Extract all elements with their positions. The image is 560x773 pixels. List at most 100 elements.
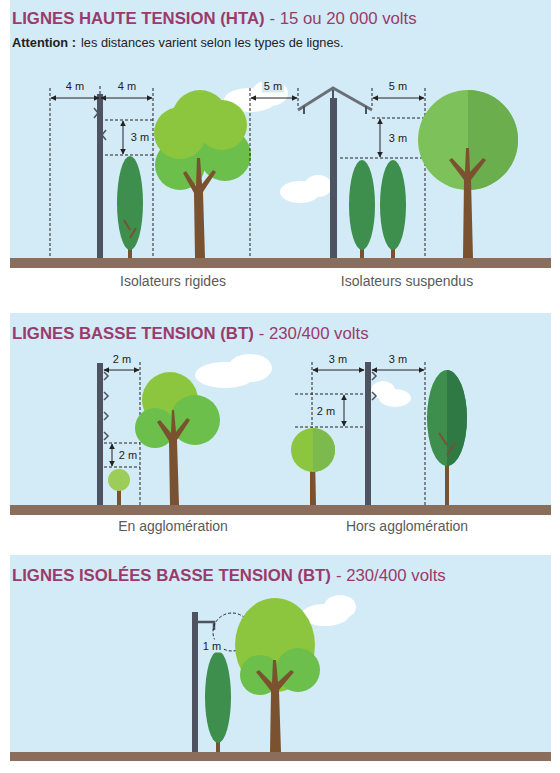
dimension-label: 3 m bbox=[387, 353, 409, 366]
note-text: Attention : bbox=[12, 35, 76, 50]
dimension-arrow bbox=[51, 98, 152, 154]
ground-strip bbox=[10, 752, 551, 761]
tree-crown bbox=[427, 370, 467, 466]
cloud bbox=[195, 354, 411, 407]
section-heading: - 15 ou 20 000 volts bbox=[270, 9, 417, 28]
pole bbox=[97, 94, 103, 258]
dimension-label: 2 m bbox=[111, 353, 133, 366]
dimension-label: 4 m bbox=[116, 80, 138, 93]
dimension-label: 1 m bbox=[201, 640, 223, 653]
dimension-arrow bbox=[101, 98, 152, 99]
insulator bbox=[372, 372, 376, 400]
heading-band: LIGNES ISOLÉES BASSE TENSION (BT)- 230/4… bbox=[12, 566, 549, 592]
caption: Isolateurs rigides bbox=[120, 273, 226, 289]
dimension-line bbox=[295, 427, 364, 428]
cloud bbox=[371, 381, 395, 399]
tree-crown bbox=[154, 90, 251, 190]
cloud bbox=[304, 175, 332, 197]
dimension-line bbox=[372, 88, 373, 106]
dimension-line bbox=[100, 86, 101, 94]
dimension-arrow bbox=[344, 395, 345, 426]
tree-crown bbox=[349, 160, 375, 250]
tree-crown bbox=[380, 160, 406, 250]
tree-crown bbox=[135, 408, 175, 448]
pole bbox=[192, 612, 198, 752]
tree-trunk bbox=[183, 158, 216, 258]
dimension-line bbox=[250, 88, 425, 258]
dimension-arrow bbox=[104, 370, 139, 466]
note-text: les distances varient selon les types de… bbox=[81, 35, 343, 50]
insulator bbox=[104, 372, 108, 440]
dimension-arrow bbox=[251, 98, 297, 99]
heading-line: LIGNES BASSE TENSION (BT) - 230/400 volts bbox=[12, 324, 549, 344]
ground-strip bbox=[10, 505, 551, 515]
tree-crown bbox=[313, 428, 335, 472]
cloud bbox=[252, 80, 288, 106]
cloud bbox=[228, 354, 272, 382]
dimension-label: 4 m bbox=[64, 80, 86, 93]
dimension-arrow bbox=[51, 98, 99, 99]
dimension-line bbox=[104, 443, 140, 444]
heading-line: LIGNES ISOLÉES BASSE TENSION (BT)- 230/4… bbox=[12, 566, 549, 586]
ground-strip bbox=[10, 258, 551, 268]
tree-crown bbox=[117, 156, 143, 250]
section-heading: LIGNES ISOLÉES BASSE TENSION (BT) bbox=[12, 566, 331, 585]
heading-band: LIGNES HAUTE TENSION (HTA) - 15 ou 20 000… bbox=[12, 9, 549, 50]
insulator bbox=[304, 90, 366, 114]
tree-crown bbox=[197, 100, 247, 150]
section-heading: LIGNES HAUTE TENSION (HTA) bbox=[12, 9, 265, 28]
dimension-line bbox=[295, 394, 364, 395]
tree-trunk bbox=[449, 148, 486, 258]
dimension-label: 2 m bbox=[315, 405, 337, 418]
dimension-arrow bbox=[104, 370, 139, 371]
dimension-arrow bbox=[372, 370, 424, 371]
tree-branch bbox=[124, 220, 136, 238]
dimension-label: 5 m bbox=[387, 80, 409, 93]
dimension-line bbox=[295, 362, 425, 505]
cloud bbox=[324, 595, 356, 619]
tree-crown bbox=[291, 428, 335, 472]
dimension-line bbox=[372, 118, 425, 119]
dimension-label: 3 m bbox=[387, 132, 409, 145]
sky-band bbox=[10, 0, 551, 260]
sky-band bbox=[10, 555, 551, 754]
dimension-line bbox=[425, 88, 426, 258]
section-heading: - 230/400 volts bbox=[259, 324, 369, 343]
tree-trunk bbox=[157, 410, 190, 505]
dimension-line bbox=[50, 88, 51, 258]
dimension-line bbox=[425, 362, 426, 505]
pole bbox=[365, 362, 371, 505]
cable-bracket bbox=[198, 622, 214, 630]
insulator bbox=[94, 108, 106, 140]
dimension-label: 3 m bbox=[129, 131, 151, 144]
tree-branch bbox=[439, 433, 455, 455]
dimension-arrow bbox=[251, 98, 424, 157]
tree-crown bbox=[468, 90, 518, 190]
section-heading: LIGNES BASSE TENSION (BT) bbox=[12, 324, 254, 343]
caption: En agglomération bbox=[118, 518, 228, 534]
dimension-arrow bbox=[373, 98, 424, 99]
heading-band: LIGNES BASSE TENSION (BT) - 230/400 volts bbox=[12, 324, 549, 350]
tree-crown bbox=[108, 469, 130, 491]
dimension-arrow bbox=[112, 444, 113, 466]
dimension-arrow bbox=[380, 119, 381, 157]
dimension-line bbox=[298, 88, 299, 106]
crossarm bbox=[298, 88, 372, 110]
dimension-line bbox=[340, 158, 425, 159]
dimension-line bbox=[312, 362, 313, 428]
dimension-line bbox=[104, 467, 140, 468]
tree-crown bbox=[154, 107, 206, 159]
sky-band bbox=[10, 313, 551, 507]
dimension-line bbox=[105, 120, 153, 121]
tree-crown bbox=[205, 651, 231, 743]
dimension-arrow bbox=[313, 370, 424, 426]
dimension-line bbox=[105, 155, 153, 156]
dimension-label: 2 m bbox=[117, 449, 139, 462]
tree-trunk bbox=[256, 660, 294, 752]
dimension-line bbox=[250, 88, 251, 258]
dimension-line bbox=[104, 362, 140, 505]
pole bbox=[330, 98, 337, 258]
pole bbox=[97, 363, 103, 505]
caption: Hors agglomération bbox=[346, 518, 468, 534]
